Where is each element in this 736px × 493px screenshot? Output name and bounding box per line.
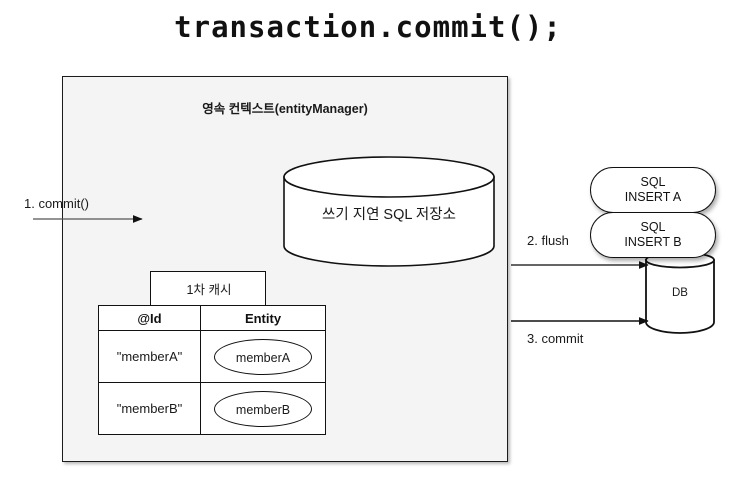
table-row: "memberB" memberB [98, 382, 326, 435]
first-level-cache-tab: 1차 캐시 [150, 271, 266, 306]
first-level-cache-tab-label: 1차 캐시 [186, 283, 232, 297]
sql-insert-a-box: SQL INSERT A [590, 167, 716, 213]
step-label-commit: 1. commit() [24, 196, 89, 211]
cache-id-cell: "memberB" [98, 382, 201, 435]
step-label-flush: 2. flush [527, 233, 569, 248]
column-header-entity: Entity [200, 305, 326, 331]
sql-insert-a-line1: SQL [640, 175, 666, 189]
table-header-row: @Id Entity [98, 305, 326, 331]
cache-entity-cell: memberA [200, 330, 326, 383]
entity-ellipse: memberB [214, 390, 312, 427]
table-row: "memberA" memberA [98, 330, 326, 383]
sql-insert-b-line1: SQL [640, 220, 666, 234]
entity-ellipse: memberA [214, 338, 312, 375]
cache-entity-cell: memberB [200, 382, 326, 435]
sql-insert-b-line2: INSERT B [624, 235, 682, 249]
write-behind-store-label: 쓰기 지연 SQL 저장소 [322, 207, 456, 223]
write-behind-store-cylinder-icon [281, 155, 497, 268]
first-level-cache-table: @Id Entity "memberA" memberA "memberB" m… [98, 305, 326, 435]
sql-insert-a-line2: INSERT A [624, 190, 682, 204]
page-title: transaction.commit(); [174, 10, 562, 44]
column-header-id: @Id [98, 305, 201, 331]
step-label-commit-db: 3. commit [527, 331, 584, 346]
sql-insert-b-box: SQL INSERT B [590, 212, 716, 258]
database-label: DB [672, 287, 688, 299]
cache-id-cell: "memberA" [98, 330, 201, 383]
persistence-context-label: 영속 컨텍스트(entityManager) [202, 102, 368, 116]
